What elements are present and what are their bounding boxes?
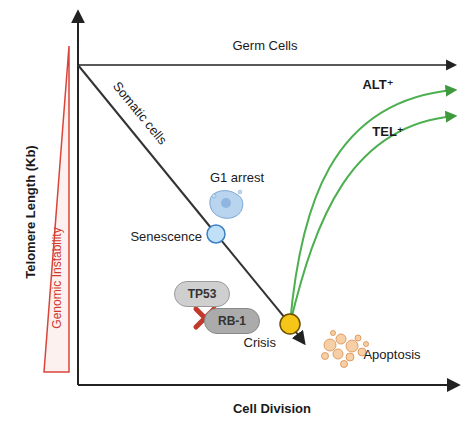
inhibition-cross <box>196 309 214 327</box>
instability-triangle <box>44 46 69 372</box>
instability-label: Genomic Instability <box>50 227 65 328</box>
node-text: TP53 <box>188 287 217 302</box>
somatic-line <box>78 65 216 234</box>
x-axis <box>78 384 458 386</box>
somatic-connector <box>222 241 284 316</box>
alt-curve <box>290 90 455 324</box>
node-text: Senescence <box>130 229 202 244</box>
axis-title: Telomere Length (Kb) <box>23 145 38 278</box>
apoptosis-icon <box>322 331 369 368</box>
node-outline <box>206 224 226 244</box>
protein-pill: RB-1 <box>204 308 260 334</box>
node-circle <box>207 225 225 243</box>
g1-cell-icon <box>210 190 243 218</box>
node-outline <box>279 313 301 335</box>
pathway-label: TEL⁺ <box>372 124 403 139</box>
series-label: Germ Cells <box>232 38 297 53</box>
senescence-point: Senescence <box>206 224 226 244</box>
germ-line <box>78 64 455 66</box>
protein-pill: TP53 <box>174 281 230 307</box>
tel-curve <box>290 116 455 324</box>
node-text: Crisis <box>244 335 277 350</box>
y-axis <box>77 12 79 385</box>
node-text: RB-1 <box>218 314 246 329</box>
stage-label: G1 arrest <box>210 170 264 185</box>
stage-label: Apoptosis <box>363 347 420 362</box>
axis-title: Cell Division <box>233 401 311 416</box>
series-label: Somatic cells <box>110 79 170 148</box>
pathway-label: ALT⁺ <box>362 77 393 92</box>
node-circle <box>280 314 300 334</box>
crisis-point: Crisis <box>279 313 301 335</box>
